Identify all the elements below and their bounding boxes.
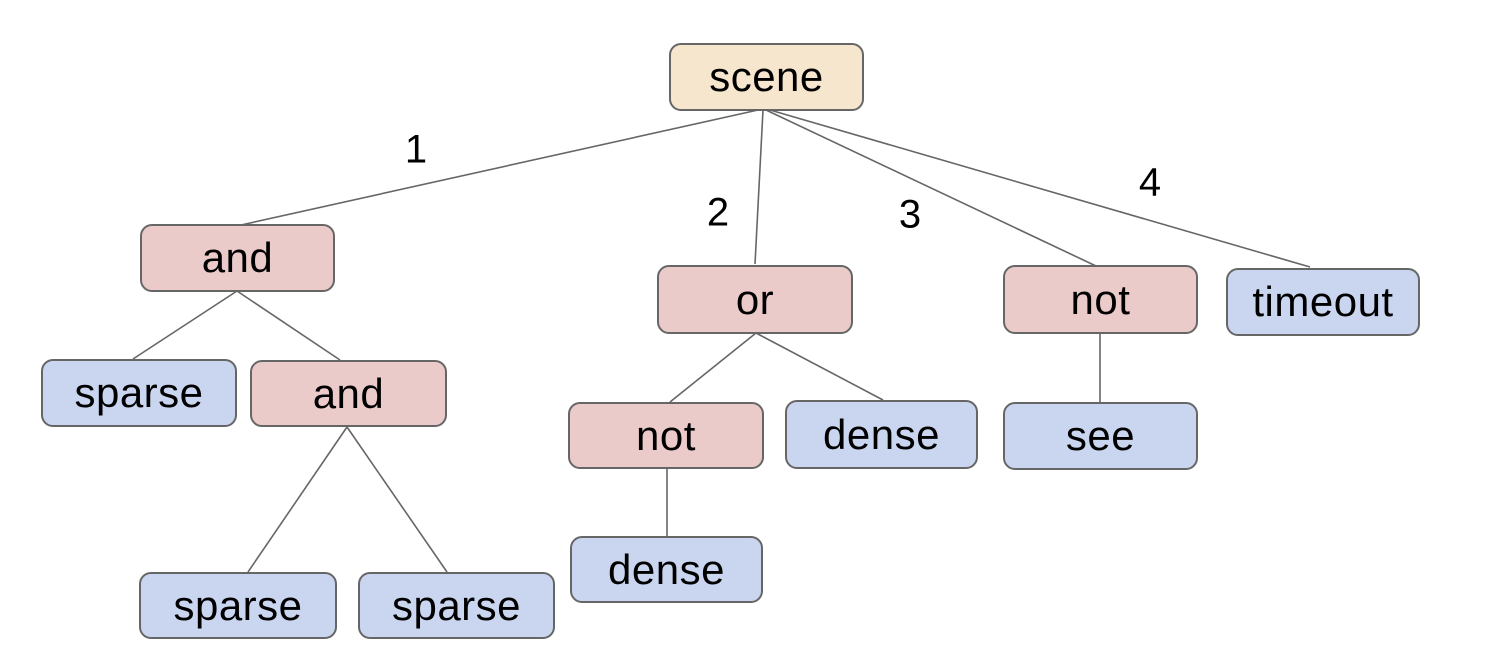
edge-and-1-to-sparse-1 (132, 290, 238, 360)
edge-and-1-to-and-2 (236, 290, 341, 361)
edge-scene-to-and-1 (240, 109, 759, 226)
edge-and-2-to-sparse-2 (247, 426, 348, 573)
edge-scene-to-or-1 (754, 109, 764, 265)
edge-or-1-to-not-2 (669, 332, 757, 403)
edge-and-2-to-sparse-3 (346, 426, 448, 573)
edge-or-1-to-dense-1 (755, 332, 884, 401)
edge-scene-to-timeout-1 (769, 109, 1311, 268)
edge-scene-to-not-1 (765, 109, 1097, 267)
